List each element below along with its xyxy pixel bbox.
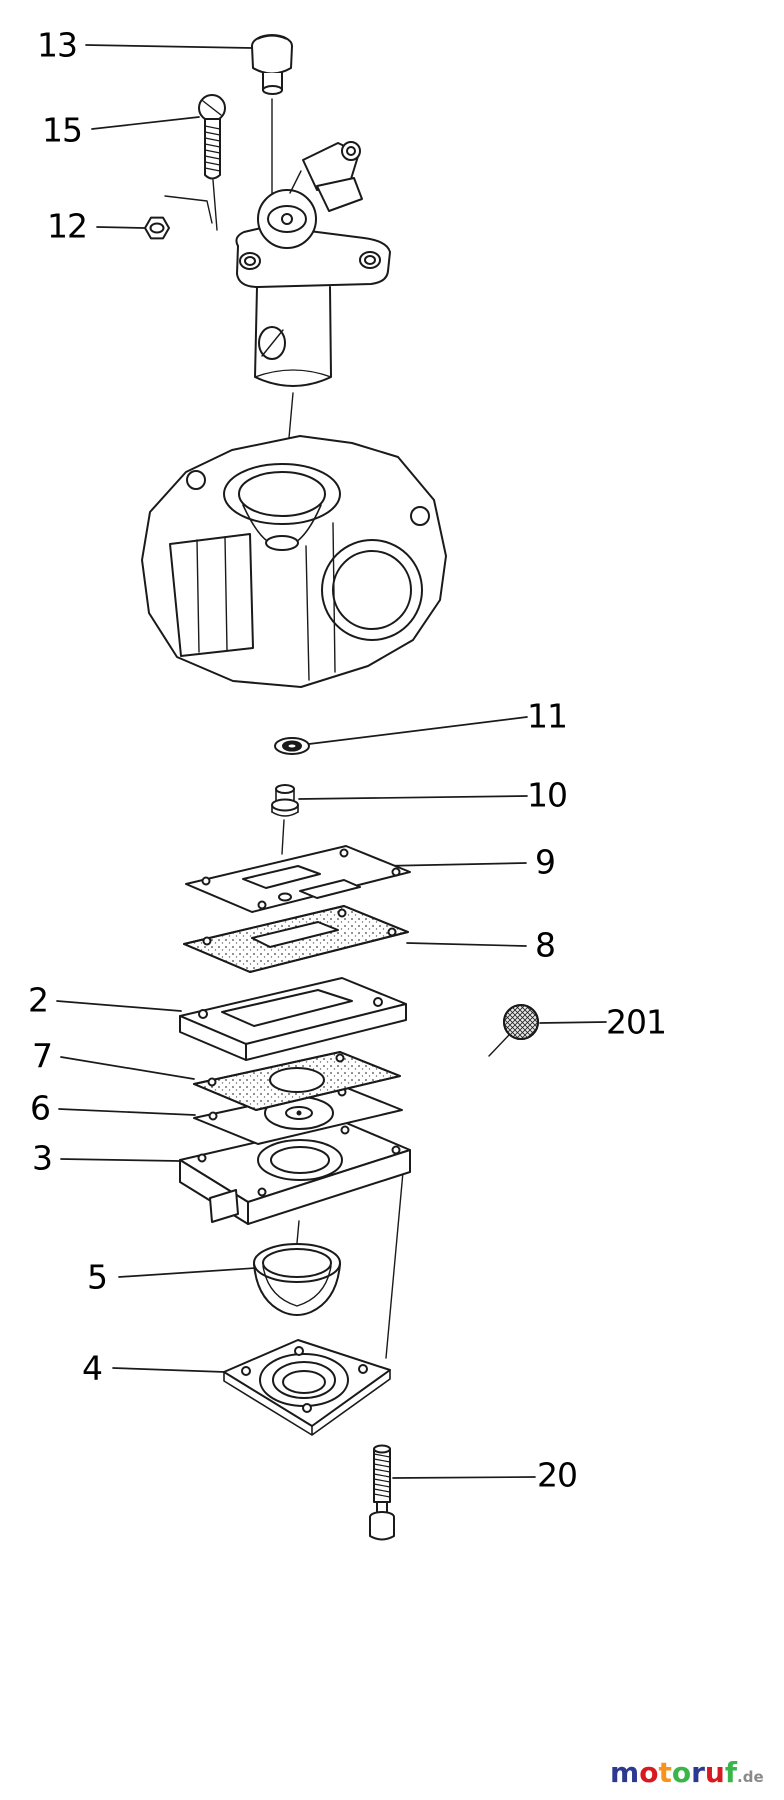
leader-lines (56, 44, 607, 1479)
watermark-suffix: .de (737, 1768, 764, 1786)
part-label-7: 7 (32, 1036, 53, 1076)
carburetor-main-body-drawing (141, 435, 447, 688)
watermark-letter: o (639, 1756, 659, 1789)
part-label-11: 11 (527, 696, 568, 736)
part-label-20: 20 (537, 1455, 578, 1495)
part-9-cover-plate-drawing (185, 845, 411, 913)
assembly-axis-lines (164, 98, 510, 1359)
part-label-8: 8 (535, 925, 556, 965)
watermark-brand: motoruf (610, 1756, 737, 1789)
part-5-cup-drawing (253, 1243, 341, 1316)
part-11-washer-drawing (274, 737, 310, 755)
watermark-letter: u (704, 1756, 725, 1789)
part-12-nut-drawing (144, 216, 170, 240)
part-7-gasket-drawing (193, 1051, 401, 1111)
watermark-logo: motoruf.de (610, 1756, 764, 1789)
part-8-gasket-drawing (183, 905, 409, 973)
part-label-2: 2 (28, 980, 49, 1020)
part-20-bolt-drawing (369, 1444, 395, 1541)
part-label-201: 201 (606, 1002, 667, 1042)
watermark-letter: f (724, 1756, 738, 1789)
part-label-3: 3 (32, 1138, 53, 1178)
part-label-12: 12 (47, 206, 88, 246)
part-label-5: 5 (87, 1257, 108, 1297)
watermark-letter: o (671, 1756, 692, 1789)
part-label-4: 4 (82, 1348, 103, 1388)
part-201-screen-drawing (503, 1004, 539, 1040)
part-label-13: 13 (37, 25, 78, 65)
part-label-10: 10 (527, 775, 568, 815)
part-15-screw-drawing (198, 94, 226, 180)
part-label-9: 9 (535, 842, 556, 882)
carburetor-top-assembly-drawing (235, 141, 391, 387)
part-2-pump-plate-drawing (179, 977, 407, 1061)
watermark-letter: r (691, 1756, 705, 1789)
part-10-plug-drawing (271, 784, 299, 817)
part-4-flange-plate-drawing (223, 1339, 391, 1436)
part-13-knob-drawing (251, 34, 293, 95)
part-6-diaphragm-drawing (193, 1085, 403, 1145)
part-label-6: 6 (30, 1088, 51, 1128)
part-3-lower-body-drawing (179, 1121, 411, 1225)
watermark-letter: t (658, 1756, 672, 1789)
watermark-letter: m (610, 1756, 640, 1789)
part-label-15: 15 (42, 110, 83, 150)
